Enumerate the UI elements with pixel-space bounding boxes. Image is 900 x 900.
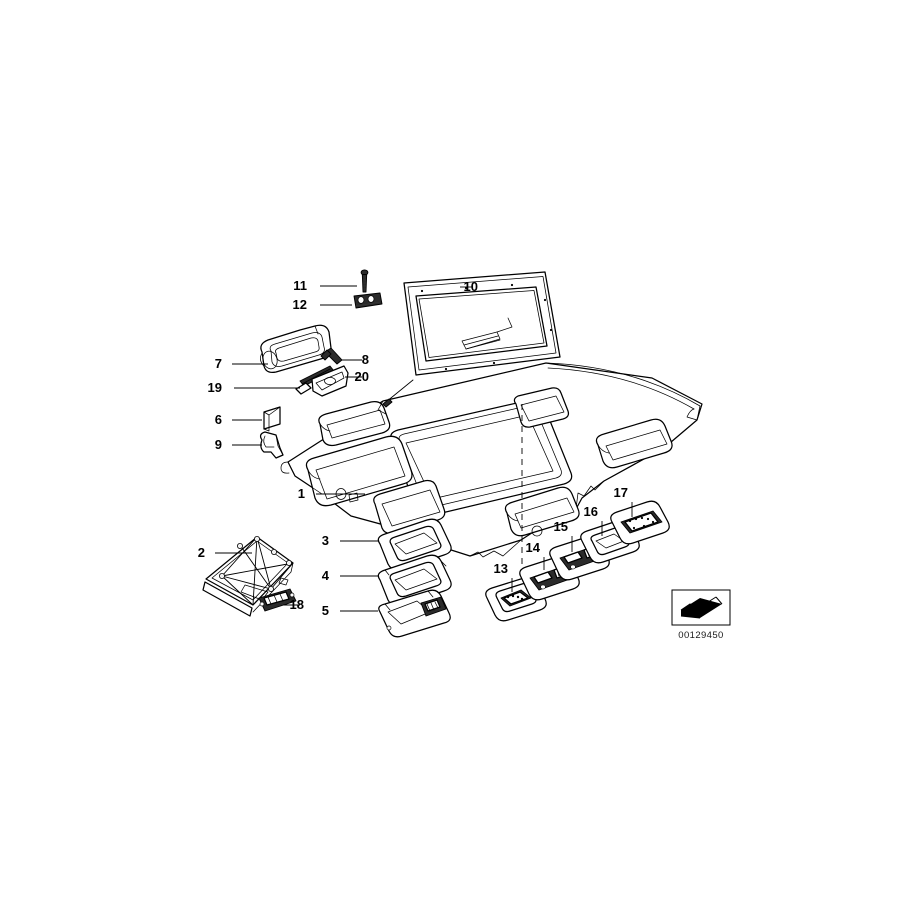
callout-number-9: 9 [215,437,222,452]
callout-11-retaining-screw: 11 [293,278,357,293]
callout-number-7: 7 [215,356,222,371]
callout-10-sunroof-glass-panel: 10 [460,279,478,294]
callout-18-switch-module: 18 [283,597,304,612]
callout-number-3: 3 [322,533,329,548]
part-lamp-bezel [610,500,670,545]
part-handle-damper [311,365,349,397]
callout-number-4: 4 [322,568,330,583]
callout-19-retaining-strip: 19 [208,380,300,395]
part-headliner-roof-lining [280,362,703,558]
callout-5-interior-light-module: 5 [322,603,378,618]
callout-number-20: 20 [355,369,369,384]
part-retaining-strip [295,365,335,395]
callout-7-grab-handle: 7 [215,356,268,371]
part-cover-cap [263,406,281,432]
part-sunroof-glass-panel [403,271,561,376]
callout-number-18: 18 [290,597,304,612]
callout-number-1: 1 [298,486,305,501]
callout-4-trim-frame-lower: 4 [322,568,378,583]
callout-16-lamp-cover-frame: 16 [584,504,603,536]
roof-orientation-logo [671,589,731,626]
callout-17-lamp-bezel: 17 [614,485,633,517]
callout-number-17: 17 [614,485,628,500]
part-screw-handle [320,347,343,365]
part-hook-bracket [259,431,284,459]
callout-1-headliner-roof-lining: 1 [298,486,365,501]
callout-number-19: 19 [208,380,222,395]
callout-15-reading-lamp-unit-right: 15 [554,519,573,552]
callout-9-hook-bracket: 9 [215,437,262,452]
callout-number-5: 5 [322,603,329,618]
callout-12-fastening-clip: 12 [293,297,352,312]
callout-8-fastening-screw: 8 [342,352,369,367]
callout-number-13: 13 [494,561,508,576]
callout-14-reading-lamp-unit-left: 14 [526,540,545,570]
callout-number-10: 10 [464,279,478,294]
part-grab-handle [260,324,332,373]
diagram-id-label: 00129450 [678,630,723,641]
callout-20-handle-damper: 20 [345,369,369,384]
callout-number-6: 6 [215,412,222,427]
part-switch-module [258,588,297,612]
callout-3-trim-frame-upper: 3 [322,533,378,548]
part-retaining-screw [360,269,369,293]
part-interior-light-module [378,589,451,638]
callout-number-14: 14 [526,540,541,555]
callout-number-11: 11 [293,278,307,293]
callout-13-reading-lamp-frame: 13 [494,561,513,592]
callout-2-sunroof-sunshade-assembly: 2 [198,545,252,560]
callout-number-16: 16 [584,504,598,519]
callout-6-cover-cap-square: 6 [215,412,262,427]
callout-number-12: 12 [293,297,307,312]
callout-number-2: 2 [198,545,205,560]
callout-number-15: 15 [554,519,568,534]
part-fastening-clip [353,292,383,309]
callout-number-8: 8 [362,352,369,367]
